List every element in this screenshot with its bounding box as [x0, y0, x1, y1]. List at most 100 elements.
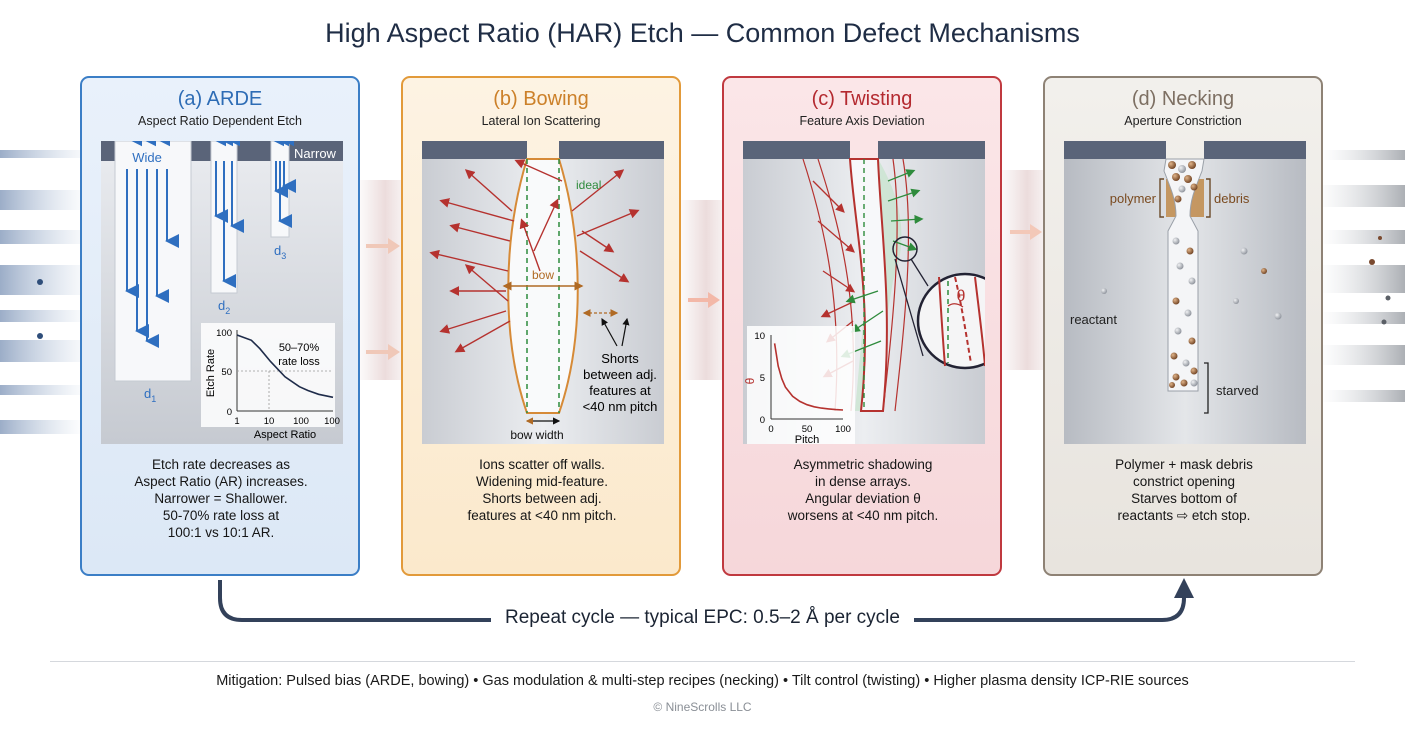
- debris-bracket: [1206, 178, 1211, 218]
- caption-line: Aspect Ratio (AR) increases.: [134, 474, 308, 489]
- xtick: 100: [324, 416, 340, 427]
- panel-title: (b) Bowing: [493, 88, 589, 110]
- green-ion-arrows: [840, 169, 924, 358]
- shorts-label: Shorts: [601, 351, 639, 366]
- ytick: 5: [760, 373, 765, 384]
- ytick: 0: [760, 415, 765, 426]
- mask: [559, 141, 664, 159]
- mask: [1204, 141, 1306, 159]
- right-streaks: [1315, 150, 1405, 402]
- x-axis-label: Aspect Ratio: [254, 429, 316, 441]
- panel-title: (d) Necking: [1131, 88, 1235, 110]
- mask: [289, 141, 343, 161]
- reactant-particles: [1169, 237, 1198, 388]
- caption-line: 100:1 vs 10:1 AR.: [167, 525, 275, 540]
- caption-line: Polymer + mask debris: [1115, 457, 1253, 472]
- depth-label-d3: d3: [274, 243, 286, 261]
- debris-label: debris: [1214, 191, 1250, 206]
- wide-label: Wide: [132, 150, 162, 165]
- caption-line: Asymmetric shadowing: [793, 457, 933, 472]
- starved-label: starved: [1216, 383, 1259, 398]
- xtick: 0: [768, 424, 773, 435]
- shorts-pointer: [621, 317, 630, 347]
- mitigation-text: Mitigation: Pulsed bias (ARDE, bowing) •…: [216, 673, 1189, 689]
- caption-line: Widening mid-feature.: [475, 474, 609, 489]
- caption-line: features at <40 nm pitch.: [467, 508, 617, 523]
- panel-caption: Etch rate decreases as Aspect Ratio (AR)…: [92, 456, 350, 541]
- ytick: 10: [754, 331, 765, 342]
- mask: [237, 141, 271, 161]
- panel-subtitle: Aperture Constriction: [1124, 114, 1242, 128]
- shorts-label: <40 nm pitch: [583, 399, 658, 414]
- scattered-ion-arrows: [429, 159, 640, 353]
- caption-line: Starves bottom of: [1131, 491, 1237, 506]
- panel-subtitle: Lateral Ion Scattering: [481, 114, 601, 128]
- ideal-label: ideal: [576, 178, 601, 192]
- panel-caption: Polymer + mask debris constrict opening …: [1055, 456, 1313, 524]
- mask: [422, 141, 527, 159]
- ytick: 0: [227, 407, 232, 418]
- polymer-label: polymer: [1110, 191, 1157, 206]
- starved-bracket: [1204, 362, 1209, 414]
- chart-annotation: rate loss: [278, 356, 320, 368]
- left-streaks: [0, 150, 95, 434]
- caption-line: Angular deviation θ: [805, 491, 921, 506]
- mask: [101, 141, 115, 161]
- magnifier-callout: θ: [892, 236, 985, 370]
- shorts-label: features at: [589, 383, 651, 398]
- caption-line: Narrower = Shallower.: [154, 491, 288, 506]
- debris-particles: [1168, 161, 1198, 203]
- repeat-cycle-label: Repeat cycle — typical EPC: 0.5–2 Å per …: [0, 607, 1405, 629]
- xtick: 50: [802, 424, 813, 435]
- mask: [191, 141, 211, 161]
- bow-width-label: bow width: [510, 428, 563, 442]
- caption-line: constrict opening: [1132, 474, 1236, 489]
- xtick: 100: [293, 416, 309, 427]
- caption-line: in dense arrays.: [814, 474, 912, 489]
- y-axis-label: Etch Rate: [205, 349, 217, 397]
- theta-vs-pitch-chart: 10 5 0 0 50 100 Pitch θ: [743, 326, 855, 444]
- caption-line: Etch rate decreases as: [151, 457, 291, 472]
- caption-line: 50-70% rate loss at: [162, 508, 280, 523]
- depth-label-d1: d1: [144, 386, 156, 404]
- mask: [878, 141, 985, 159]
- shorts-pointer: [601, 317, 618, 347]
- ytick: 50: [221, 367, 232, 378]
- panel-caption: Asymmetric shadowing in dense arrays. An…: [734, 456, 992, 524]
- twisting-illustration: θ 10 5 0 0 50 100 Pitch θ: [743, 141, 985, 444]
- footer-divider: [50, 661, 1355, 662]
- bow-label: bow: [532, 268, 554, 282]
- caption-line: Shorts between adj.: [482, 491, 602, 506]
- depth-label-d2: d2: [218, 298, 230, 316]
- caption-line: reactants ⇨ etch stop.: [1117, 508, 1251, 523]
- y-axis-label: θ: [743, 377, 757, 384]
- panel-subtitle: Aspect Ratio Dependent Etch: [138, 114, 302, 128]
- necking-illustration: polymer debris reactant starved: [1064, 141, 1306, 444]
- shorts-label: between adj.: [583, 367, 657, 382]
- panel-bowing: (b) Bowing Lateral Ion Scattering id: [401, 76, 681, 576]
- etch-rate-series: [236, 334, 334, 399]
- page-title: High Aspect Ratio (HAR) Etch — Common De…: [325, 18, 1080, 48]
- panel-title: (a) ARDE: [177, 88, 263, 110]
- external-particles: [1101, 247, 1282, 320]
- etch-rate-chart: 100 50 0 1 10 100 100 Aspect Ratio Etch …: [201, 323, 340, 441]
- panel-arde: (a) ARDE Aspect Ratio Dependent Etch Wid…: [80, 76, 360, 576]
- necked-trench: [1163, 158, 1205, 392]
- reactant-label: reactant: [1070, 312, 1117, 327]
- ytick: 100: [216, 328, 232, 339]
- panel-title: (c) Twisting: [811, 88, 913, 110]
- panel-necking: (d) Necking Aperture Constriction: [1043, 76, 1323, 576]
- bowing-illustration: ideal bow bow width Shorts between adj.: [422, 141, 664, 444]
- narrow-label: Narrow: [294, 146, 337, 161]
- xtick: 1: [234, 416, 239, 427]
- panel-caption: Ions scatter off walls. Widening mid-fea…: [413, 456, 671, 524]
- mask: [743, 141, 850, 159]
- caption-line: Ions scatter off walls.: [479, 457, 605, 472]
- repeat-cycle-text: Repeat cycle — typical EPC: 0.5–2 Å per …: [491, 607, 914, 628]
- x-axis-label: Pitch: [795, 434, 819, 444]
- mask: [1064, 141, 1166, 159]
- theta-label: θ: [957, 288, 966, 305]
- polymer-bracket: [1159, 178, 1164, 218]
- copyright-text: © NineScrolls LLC: [653, 700, 752, 714]
- panel-subtitle: Feature Axis Deviation: [799, 114, 925, 128]
